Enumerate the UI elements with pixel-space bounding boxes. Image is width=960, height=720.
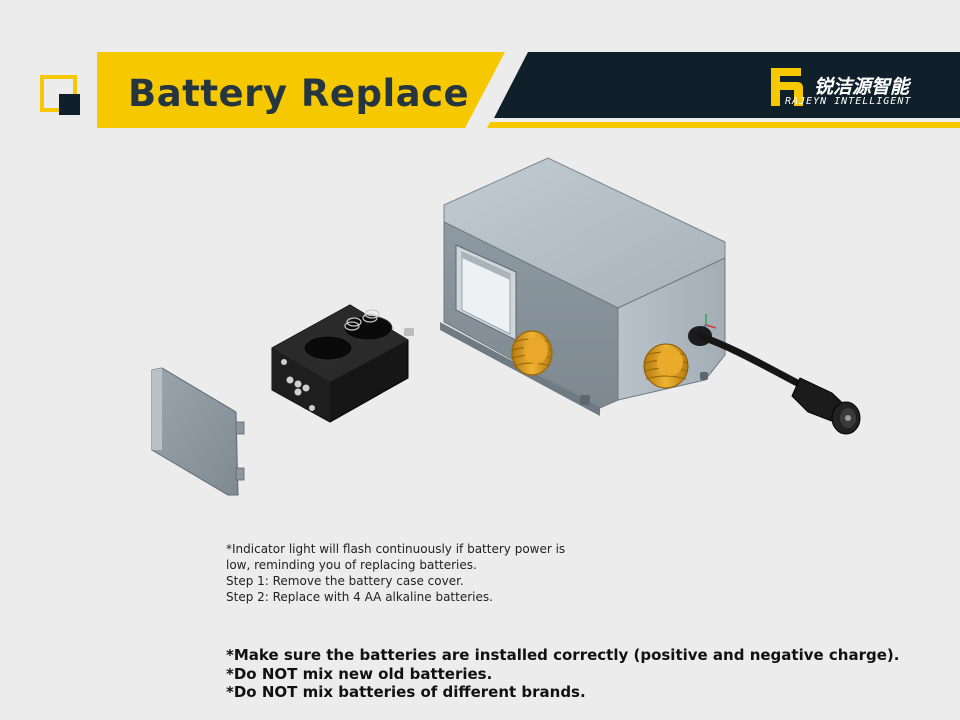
power-cable <box>688 326 861 435</box>
brand-underline <box>487 122 960 128</box>
note-line: low, reminding you of replacing batterie… <box>226 558 477 572</box>
warning-notes: *Make sure the batteries are installed c… <box>226 646 899 702</box>
page-title: Battery Replace <box>128 72 470 115</box>
section-icon <box>40 75 80 115</box>
brand-banner <box>494 52 960 118</box>
battery-case-cover <box>151 367 245 496</box>
warning-line: *Do NOT mix new old batteries. <box>226 664 493 683</box>
warning-line: *Make sure the batteries are installed c… <box>226 646 900 664</box>
threaded-fitting-right <box>643 343 689 389</box>
title-banner <box>97 52 505 128</box>
threaded-fitting-left <box>511 330 553 376</box>
logo-mark <box>771 68 803 106</box>
product-illustration <box>151 157 861 496</box>
note-line: *Indicator light will flash continuously… <box>226 542 566 556</box>
step-2-text: Step 2: Replace with 4 AA alkaline batte… <box>226 590 493 604</box>
brand-name-cn: 锐洁源智能 <box>814 76 910 98</box>
instruction-notes: *Indicator light will flash continuously… <box>226 541 565 605</box>
cable-connector <box>791 377 861 435</box>
warning-line: *Do NOT mix batteries of different brand… <box>226 683 586 701</box>
header-band <box>97 52 960 128</box>
brand-name-en: RAJEYN INTELLIGENT <box>785 96 912 107</box>
step-1-text: Step 1: Remove the battery case cover. <box>226 574 464 588</box>
battery-holder <box>271 304 414 423</box>
